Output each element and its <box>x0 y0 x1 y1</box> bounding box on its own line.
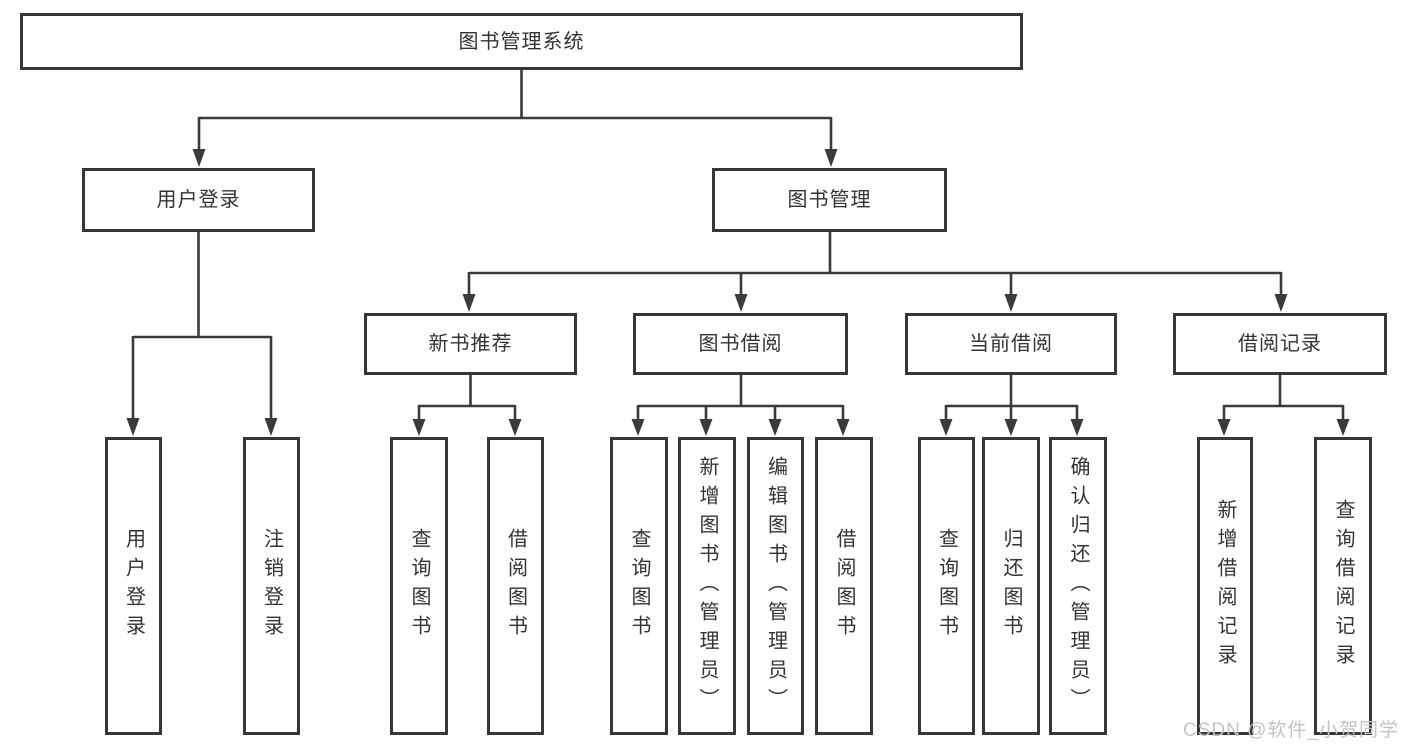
node-new-book-recommend: 新书推荐 <box>364 313 577 375</box>
leaf-return-books: 归还图书 <box>982 437 1040 735</box>
node-book-management: 图书管理 <box>712 168 947 232</box>
leaf-query-books-borrow: 查询图书 <box>610 437 668 735</box>
leaf-add-borrow-record: 新增借阅记录 <box>1197 437 1253 735</box>
leaf-user-login: 用户登录 <box>105 437 162 735</box>
leaf-borrow-books-recommend: 借阅图书 <box>487 437 544 735</box>
node-user-login: 用户登录 <box>82 168 315 232</box>
leaf-query-books-current: 查询图书 <box>918 437 975 735</box>
leaf-edit-books-admin: 编辑图书（管理员） <box>747 437 804 735</box>
node-borrow-records: 借阅记录 <box>1173 313 1387 375</box>
leaf-query-borrow-record: 查询借阅记录 <box>1314 437 1372 735</box>
watermark: CSDN @软件_小贺同学 <box>1183 720 1399 741</box>
leaf-borrow-books: 借阅图书 <box>815 437 873 735</box>
leaf-query-books-recommend: 查询图书 <box>390 437 448 735</box>
node-current-borrow: 当前借阅 <box>905 313 1117 375</box>
node-root-system: 图书管理系统 <box>20 13 1023 70</box>
leaf-confirm-return-admin: 确认归还（管理员） <box>1049 437 1107 735</box>
leaf-logout: 注销登录 <box>243 437 300 735</box>
node-book-borrow: 图书借阅 <box>633 313 848 375</box>
leaf-add-books-admin: 新增图书（管理员） <box>678 437 736 735</box>
